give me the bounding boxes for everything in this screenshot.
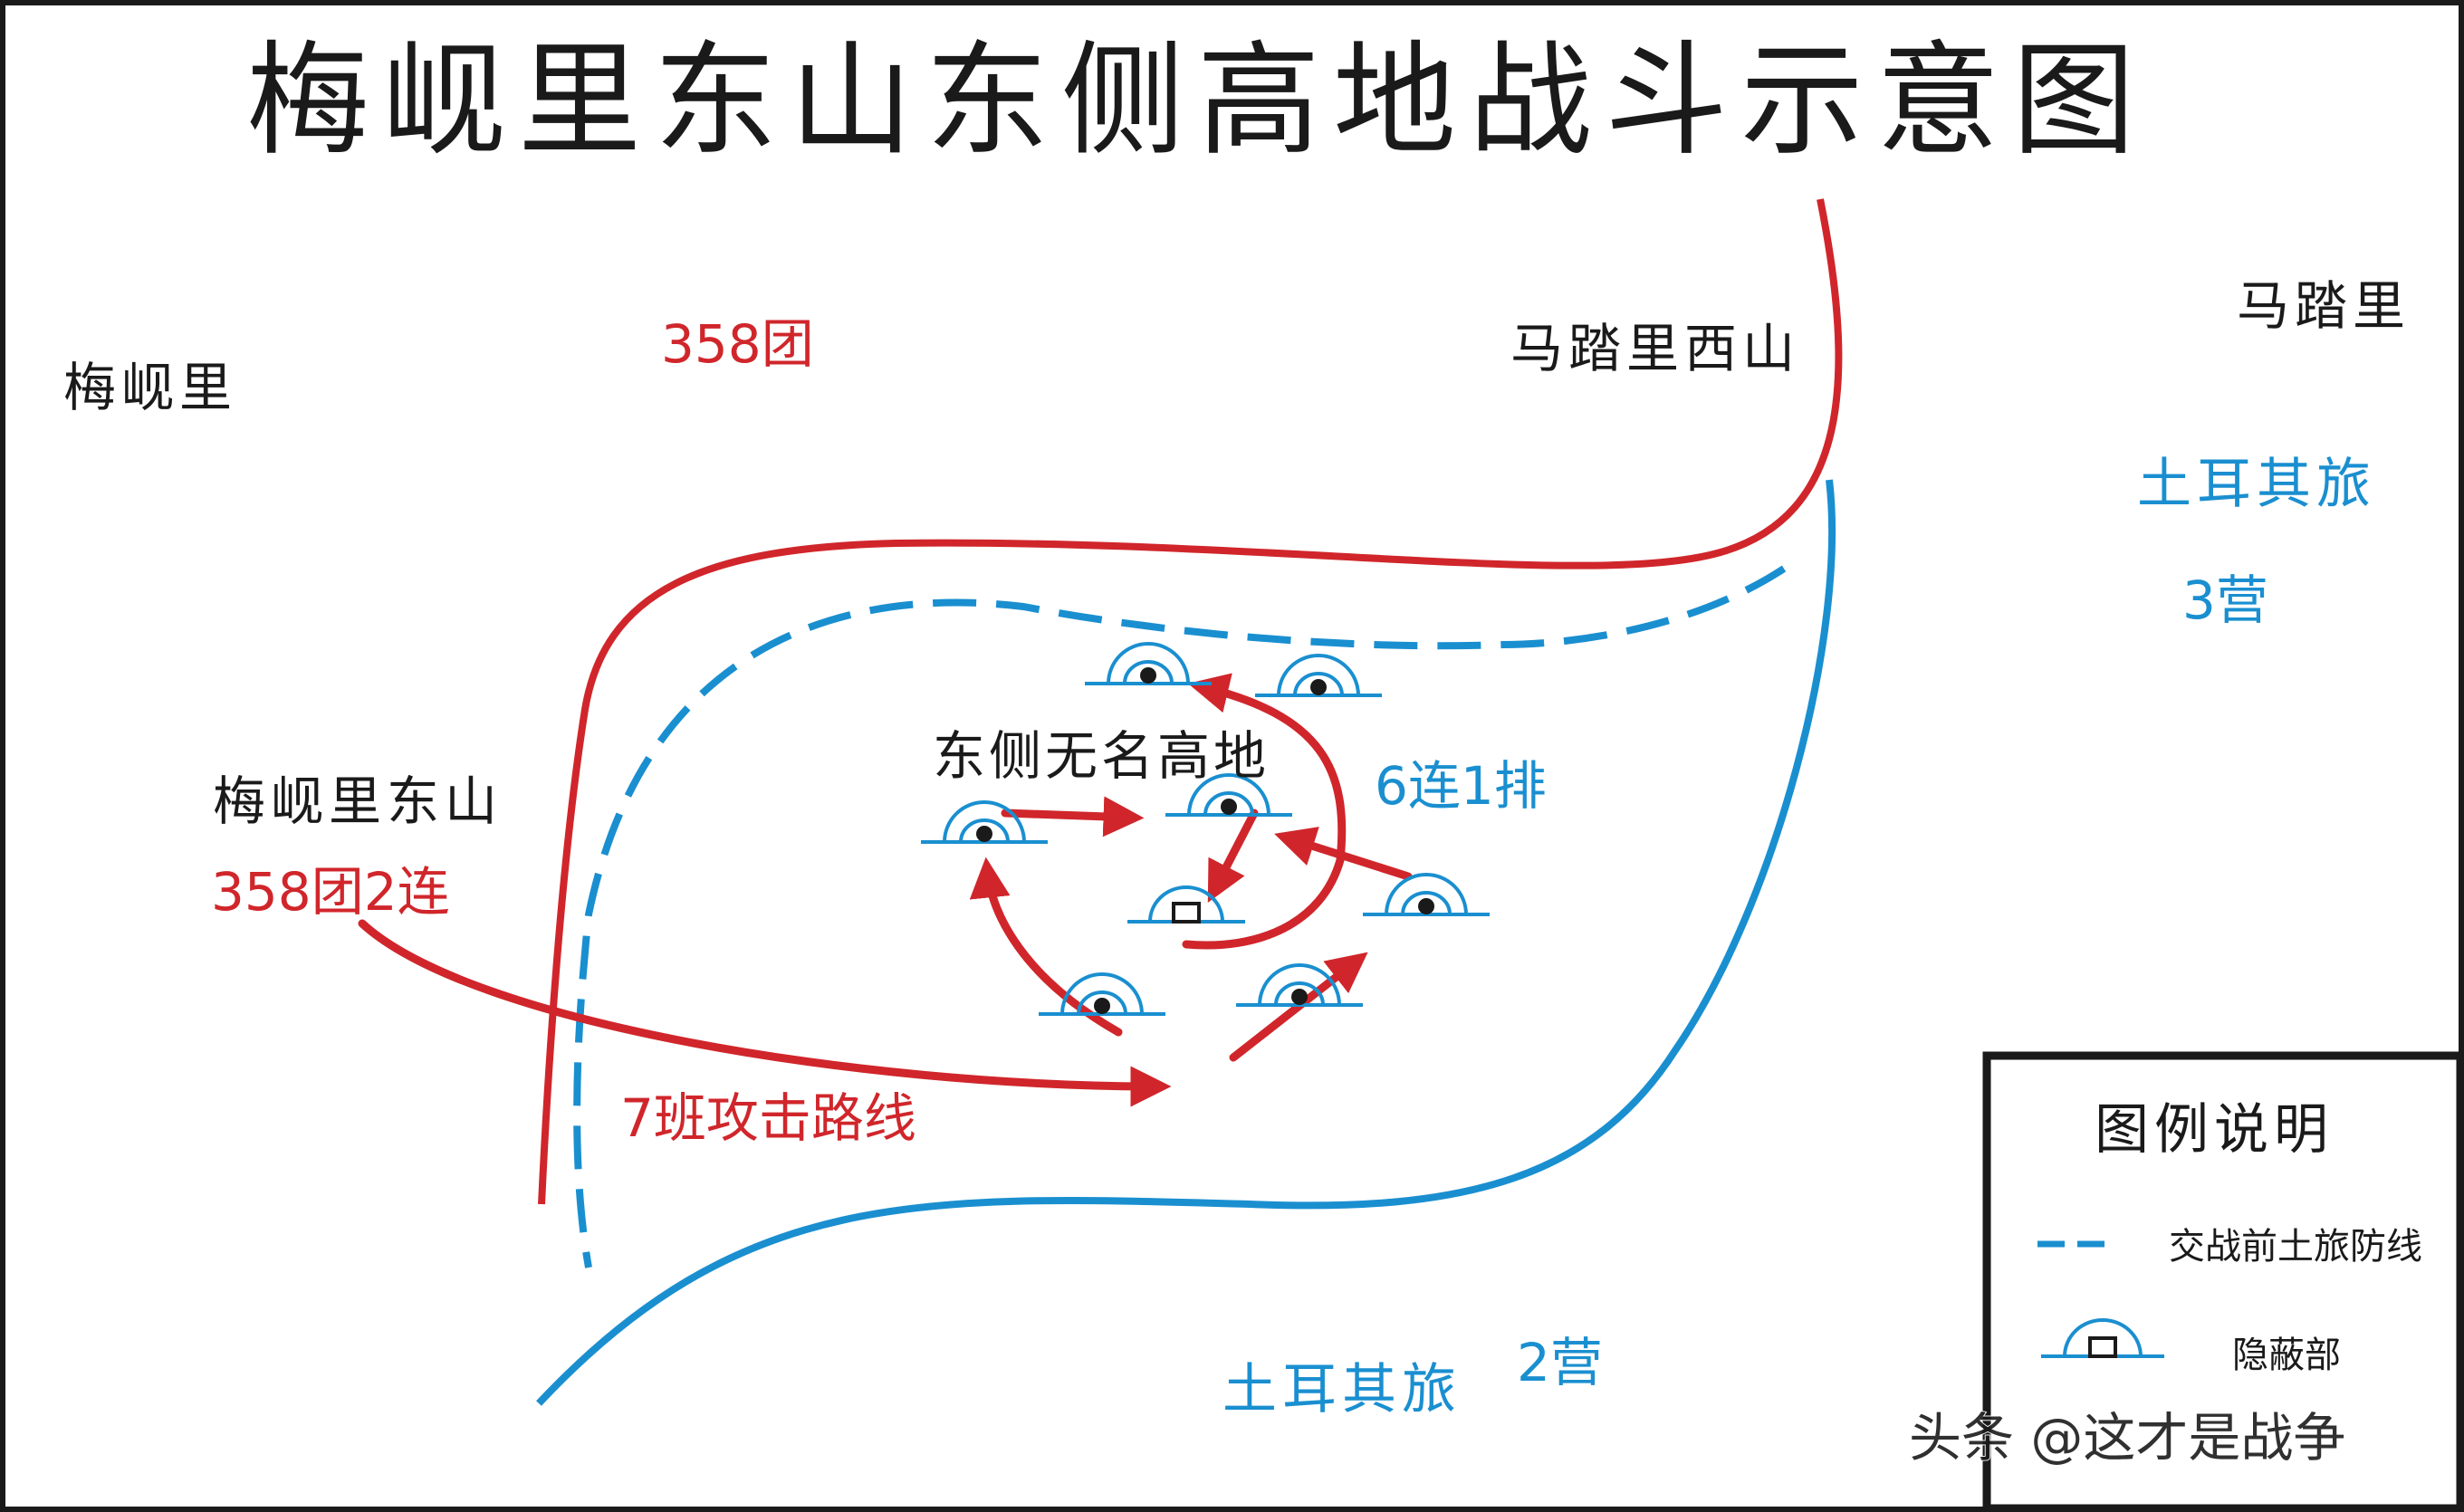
unit-3rd-battalion: 3营 [2182, 569, 2268, 631]
map-title: 梅岘里东山东侧高地战斗示意图 [246, 30, 2148, 173]
bunker-icon [1127, 885, 1245, 923]
place-east-unnamed-height: 东侧无名高地 [933, 725, 1270, 787]
legend-title: 图例说明 [2095, 1098, 2334, 1162]
attack-arrow-west [1274, 827, 1413, 881]
bunker-icon [1083, 642, 1213, 685]
attack-arrow-ne [1229, 952, 1368, 1062]
blue-front-line [536, 479, 1836, 1406]
legend: 图例说明 交战前土旅防线 隐蔽部 [1982, 1051, 2464, 1512]
legend-box [1982, 1051, 2464, 1512]
legend-item-defense-line-label: 交战前土旅防线 [2169, 1226, 2422, 1268]
bunker-icon [1253, 654, 1384, 697]
attack-arrows [358, 673, 1413, 1107]
unit-turkish-brigade-ne: 土耳其旅 [2137, 453, 2376, 516]
place-madali: 马踏里 [2237, 275, 2411, 337]
bunker-icon [1361, 873, 1491, 916]
turkish-brigade-defense-line [573, 565, 1787, 1268]
unit-6th-company-1st-platoon: 6连1排 [1375, 755, 1547, 817]
label-squad-7-attack-route: 7班攻击路线 [620, 1087, 916, 1149]
watermark: 头条 @这才是战争 [1909, 1407, 2345, 1469]
attack-arrow-west-hook [969, 856, 1123, 1037]
attack-arrow-down [1207, 809, 1259, 903]
unit-turkish-brigade-s: 土耳其旅 [1222, 1358, 1462, 1421]
bunker-icon [2041, 1318, 2164, 1358]
unit-358-regiment: 358团 [661, 313, 814, 375]
squad-7-attack-route-arrow [358, 919, 1172, 1107]
legend-item-bunker-label: 隐蔽部 [2232, 1335, 2341, 1376]
place-meixianli-east-hill: 梅岘里东山 [213, 770, 503, 832]
place-madali-west-hill: 马踏里西山 [1510, 318, 1800, 379]
red-front-line [538, 198, 1843, 1205]
place-meixianli: 梅岘里 [63, 357, 237, 418]
bunker-icon [919, 800, 1050, 844]
bunkers [919, 642, 1491, 1016]
unit-2nd-battalion: 2营 [1517, 1332, 1603, 1393]
attack-arrow-loop [1182, 673, 1347, 950]
attack-arrow-east [1001, 796, 1145, 837]
unit-358-regiment-2nd-company: 358团2连 [211, 861, 450, 923]
